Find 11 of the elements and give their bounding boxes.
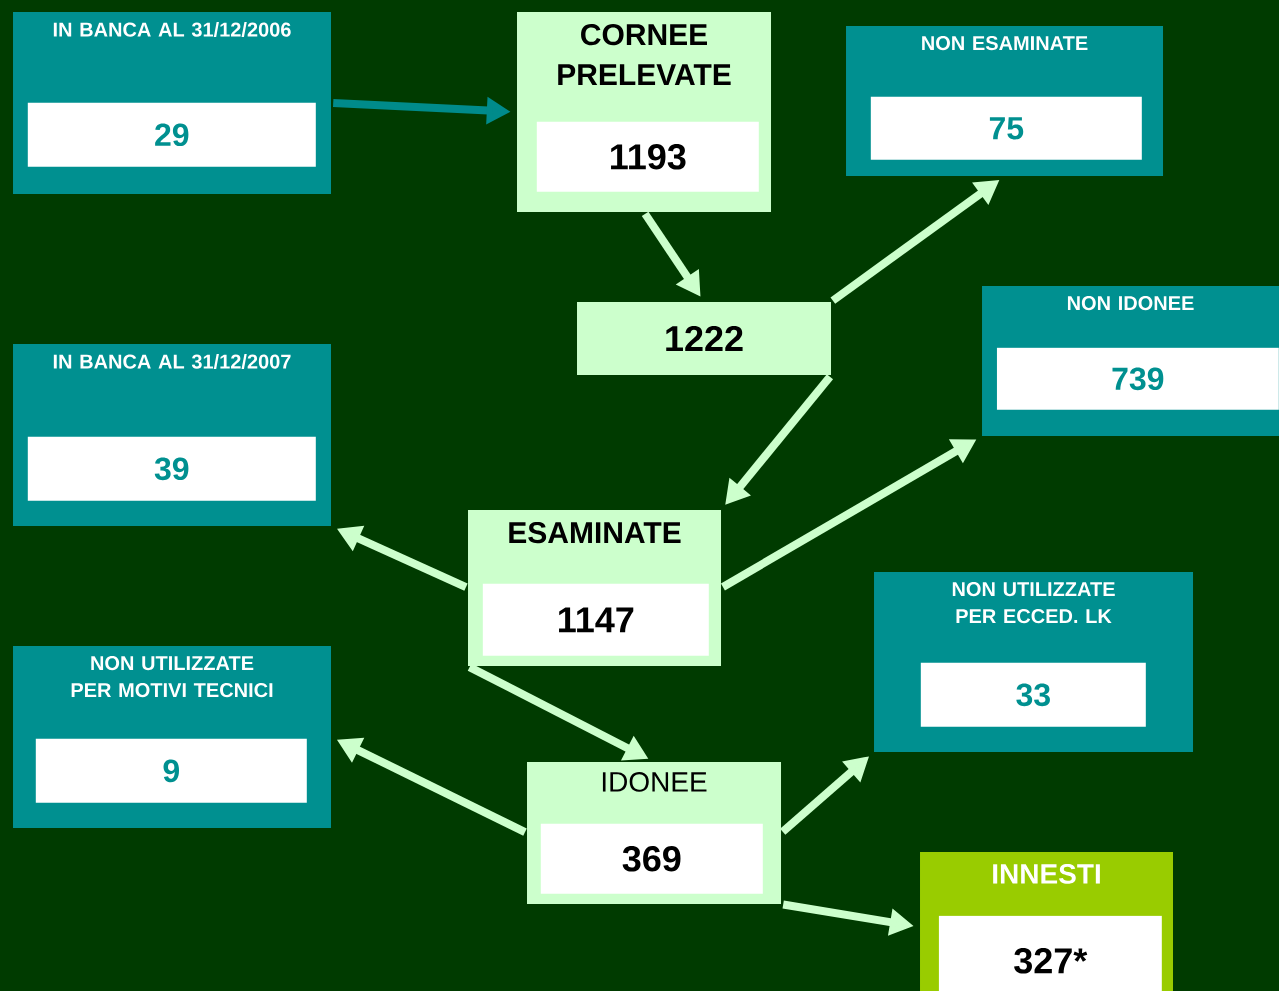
value-box: 739 (996, 347, 1279, 410)
value-box: 1147 (482, 583, 709, 656)
value-box: 75 (870, 96, 1142, 160)
value-box: 1193 (536, 121, 759, 192)
value-box: 327* (938, 915, 1162, 991)
value-box: 369 (540, 823, 763, 894)
value-box: 39 (27, 436, 316, 501)
value-box: 1222 (577, 302, 831, 375)
value-box: 33 (920, 662, 1146, 727)
value-box: 9 (35, 738, 307, 803)
value-box: 29 (27, 102, 316, 167)
